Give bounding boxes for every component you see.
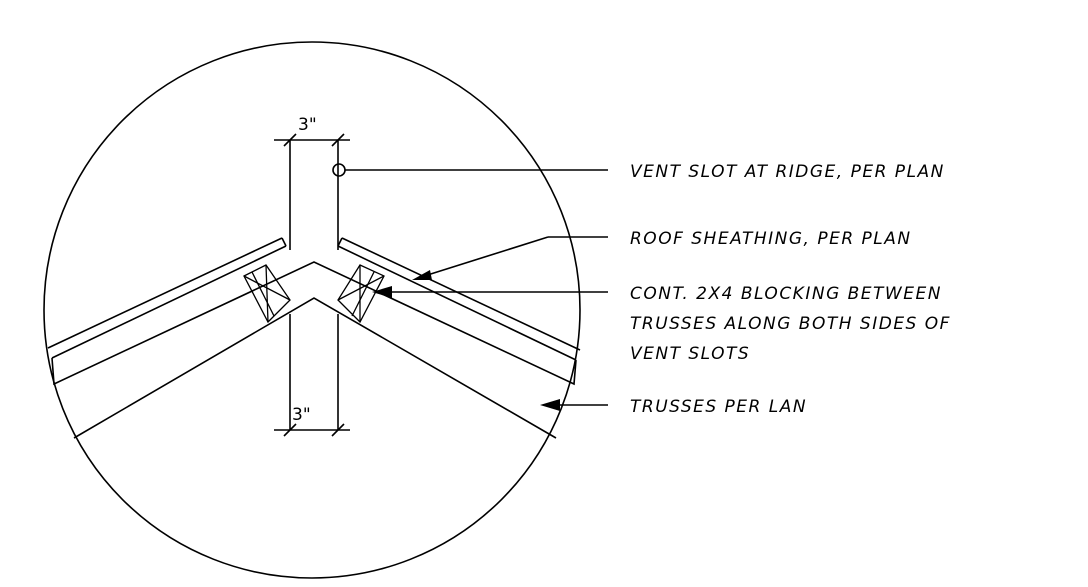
vent-slot-upper-lines [289,140,339,250]
vent-slot-lower-lines [289,314,339,430]
dimension-bottom: 3" [274,405,350,437]
detail-circle [43,41,581,579]
dimension-bottom-label: 3" [292,405,311,425]
leader-blocking [372,286,608,298]
callout-blocking-line3: VENT SLOTS [630,344,750,364]
blocking-left [243,264,291,324]
callout-blocking-line2: TRUSSES ALONG BOTH SIDES OF [630,314,951,334]
leader-trusses [540,399,608,411]
callout-blocking-line1: CONT. 2X4 BLOCKING BETWEEN [630,284,942,304]
truss-bottom-chord [73,297,557,439]
callout-vent-slot: VENT SLOT AT RIDGE, PER PLAN [630,162,945,182]
truss-top-chord [51,261,577,386]
callout-trusses: TRUSSES PER LAN [630,397,807,417]
leader-vent-slot [332,163,608,177]
leader-roof-sheathing [412,236,608,280]
dimension-top-label: 3" [298,115,317,135]
callout-roof-sheathing: ROOF SHEATHING, PER PLAN [630,229,912,249]
roof-sheathing [47,237,581,361]
blocking-right [337,264,385,324]
dimension-top: 3" [274,115,350,147]
